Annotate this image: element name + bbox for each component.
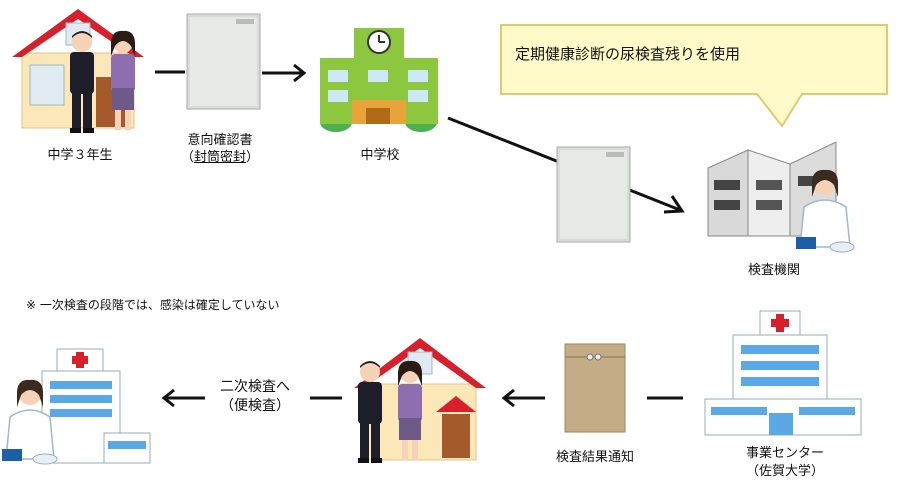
second-test-line2: （便検査） (220, 398, 290, 414)
student-boy-icon (70, 31, 94, 133)
callout-text: 定期健康診断の尿検査残りを使用 (515, 45, 741, 63)
center-label-line1: 事業センター (745, 446, 824, 461)
result-notice-label: 検査結果通知 (555, 450, 634, 465)
hospital-icon-left (41, 348, 151, 464)
second-test-line1: 二次検査へ (220, 379, 290, 395)
nurse-icon (796, 169, 855, 253)
kraft-envelope-icon (564, 343, 626, 433)
arrow-to-second-test (161, 388, 205, 408)
student-boy-icon-bottom (358, 361, 382, 463)
consent-label-line2: （封筒密封） (180, 150, 260, 165)
arrow-students-to-consent (155, 70, 185, 74)
nurse-icon-left (2, 379, 58, 465)
callout-bubble (500, 24, 888, 128)
hospital-icon-right (704, 310, 862, 436)
students-label: 中学３年生 (47, 148, 113, 163)
school-label: 中学校 (360, 148, 400, 163)
arrow-to-house (501, 388, 545, 408)
arrow-segment-center (647, 396, 683, 400)
student-girl-icon-bottom (398, 360, 422, 460)
envelope-icon (186, 13, 261, 110)
envelope-icon-transit (556, 146, 631, 243)
arrow-segment-house (310, 396, 342, 400)
consent-label-line1: 意向確認書 (187, 133, 253, 148)
lab-label: 検査機関 (747, 263, 800, 278)
school-icon (320, 28, 438, 132)
student-girl-icon (111, 30, 135, 130)
arrow-consent-to-school (262, 63, 307, 83)
note-text: ※ 一次検査の段階では、感染は確定していない (26, 298, 280, 312)
center-label-line2: （佐賀大学） (745, 464, 824, 479)
